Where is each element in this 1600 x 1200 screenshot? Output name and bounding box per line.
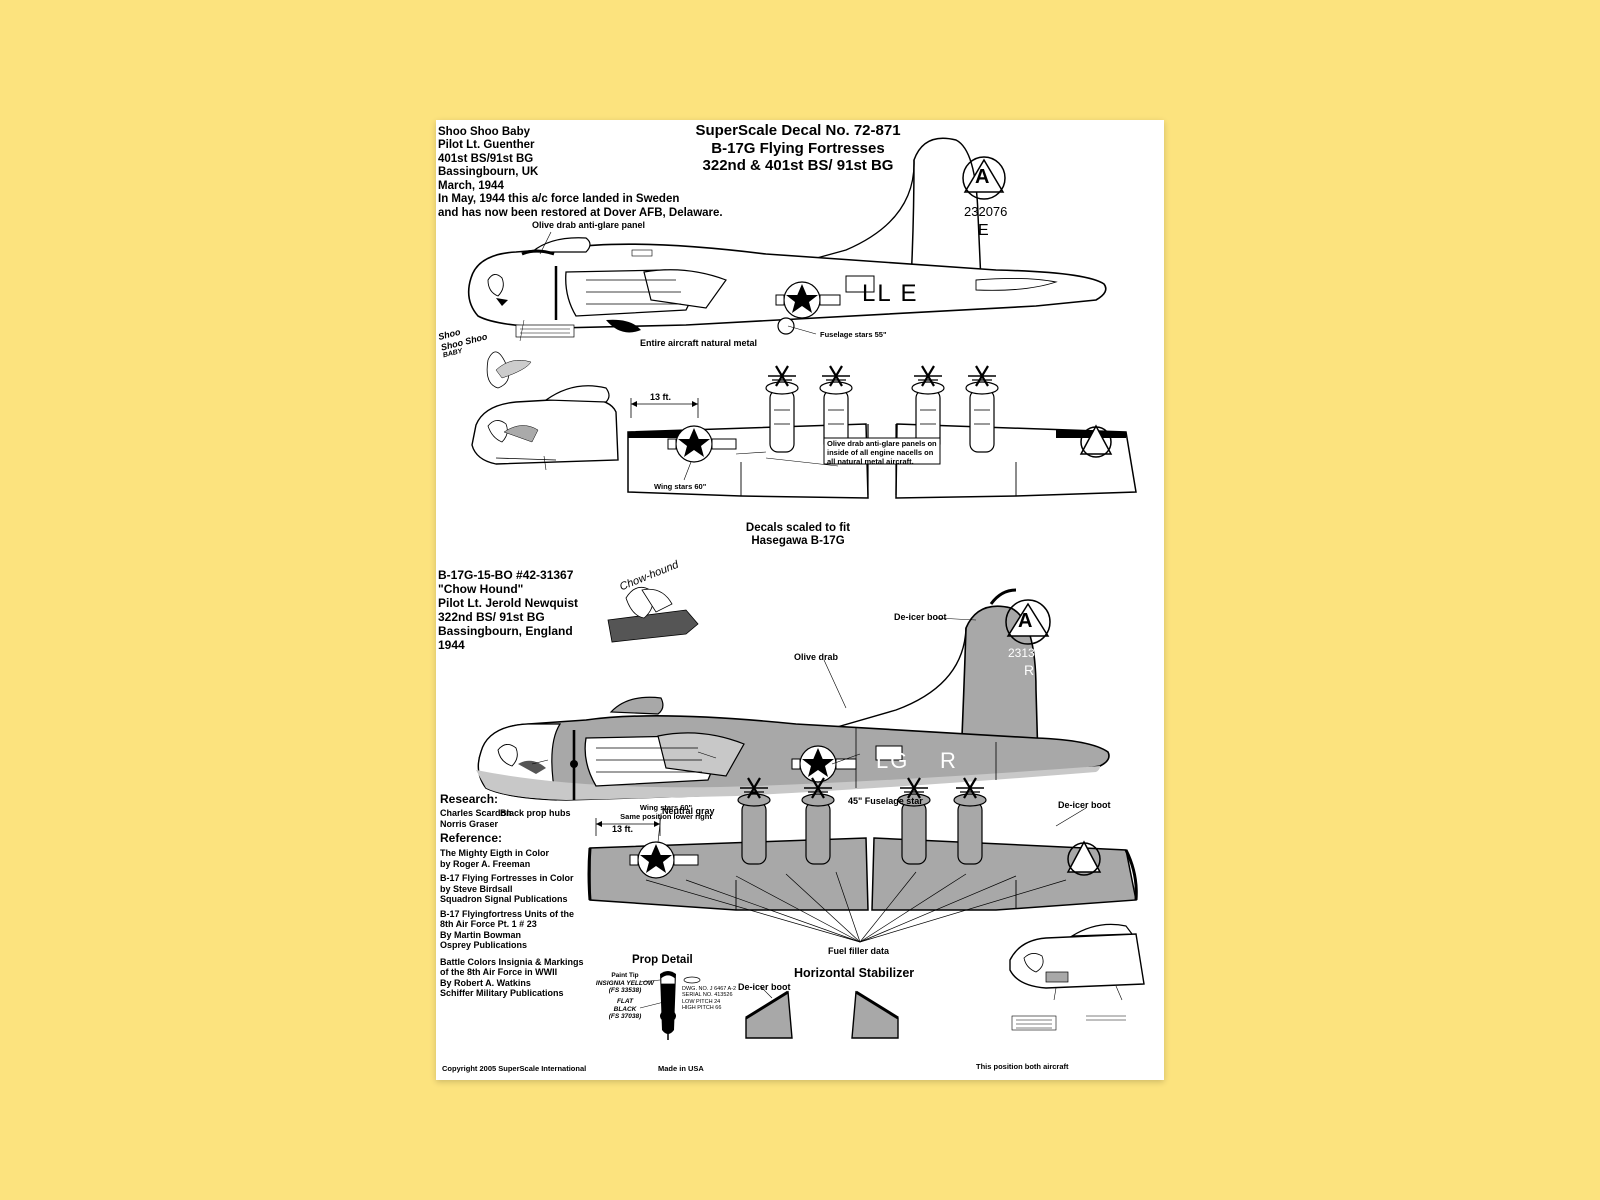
aircraft1-nose-detail: [471, 385, 619, 471]
info-line: B-17G-15-BO #42-31367: [438, 568, 574, 582]
info-line: Pilot Lt. Jerold Newquist: [438, 596, 579, 611]
aircraft2-side-view: [476, 588, 1110, 812]
info-line: 401st BS/91st BG: [438, 152, 534, 165]
label-stabilizer-deicer: De-icer boot: [738, 982, 791, 992]
reference-line: The Mighty Eigth in Color: [440, 848, 549, 859]
label-fuselage-stars: Fuselage stars 55": [820, 330, 887, 339]
title-line: SuperScale Decal No. 72-871: [695, 122, 901, 139]
research-block: Research: Charles Scardon Norris Graser …: [440, 792, 584, 999]
label-neutral-gray: Neutral gray: [662, 806, 715, 816]
prop-detail-title: Prop Detail: [632, 954, 693, 966]
stabilizer-title: Horizontal Stabilizer: [794, 966, 915, 980]
info-line: March, 1944: [438, 179, 504, 192]
label-natural-metal: Entire aircraft natural metal: [640, 338, 758, 348]
aircraft1-tail-serial: 232076: [964, 204, 1008, 219]
info-line: Bassingbourn, England: [438, 624, 573, 639]
reference-line: 8th Air Force Pt. 1 # 23: [440, 919, 537, 930]
aircraft2-tail-serial: 231367: [1008, 646, 1049, 660]
aircraft2-tail-code: R: [1024, 662, 1035, 678]
info-line: and has now been restored at Dover AFB, …: [438, 206, 723, 219]
aircraft2-tail-letter: A: [1018, 610, 1033, 632]
reference-heading: Reference:: [440, 831, 503, 846]
reference-line: B-17 Flying Fortresses in Color: [440, 873, 574, 884]
label-black-prop-hubs: Black prop hubs: [500, 808, 571, 818]
aircraft2-fuselage-code-2: R: [940, 748, 956, 773]
sheet-title: SuperScale Decal No. 72-871 B-17G Flying…: [648, 122, 948, 175]
label-deicer-wing: De-icer boot: [1058, 800, 1111, 810]
info-line: 1944: [438, 638, 465, 653]
aircraft1-side-view: [467, 137, 1107, 342]
title-line: 322nd & 401st BS/ 91st BG: [702, 157, 894, 175]
aircraft1-tail-letter: A: [975, 166, 990, 188]
info-line: Shoo Shoo Baby: [438, 126, 530, 138]
label-fuel-filler-data: Fuel filler data: [828, 946, 890, 956]
title-line: B-17G Flying Fortresses: [711, 139, 885, 157]
decal-instruction-sheet: SuperScale Decal No. 72-871 B-17G Flying…: [436, 120, 1164, 1080]
label-wing-stars-2: Wing stars 60" Same position lower right: [620, 803, 712, 821]
label-antiglare-panel: Olive drab anti-glare panel: [532, 220, 646, 230]
label-wing-stars-1: Wing stars 60": [654, 482, 707, 491]
horizontal-stabilizer-drawing: [745, 985, 899, 1039]
info-line: In May, 1944 this a/c force landed in Sw…: [438, 193, 680, 206]
aircraft1-tail-code: E: [978, 222, 989, 239]
label-span-13ft-2: 13 ft.: [612, 824, 634, 834]
prop-paint-tip: Paint Tip INSIGNIA YELLOW (FS 33538): [595, 972, 655, 995]
aircraft2-fuselage-code: LG: [876, 748, 910, 773]
prop-blade-drawing: [639, 971, 701, 1040]
info-line: 322nd BS/ 91st BG: [438, 610, 545, 625]
reference-line: Squadron Signal Publications: [440, 894, 568, 905]
made-in: Made in USA: [658, 1064, 704, 1073]
reference-line: Battle Colors Insignia & Markings: [440, 956, 584, 967]
label-fuselage-star-45: 45" Fuselage star: [848, 796, 923, 806]
aircraft1-wing-plan: [627, 364, 1137, 499]
aircraft2-nose-art: [607, 586, 699, 643]
aircraft1-info: Shoo Shoo Baby Pilot Lt. Guenther 401st …: [438, 126, 723, 220]
label-deicer-tail: De-icer boot: [894, 612, 947, 622]
aircraft1-nose-art: [486, 351, 532, 389]
aircraft2-wing-plan: [587, 776, 1138, 943]
info-line: Pilot Lt. Guenther: [438, 139, 535, 152]
label-nacelle-antiglare-note: Olive drab anti-glare panels on inside o…: [827, 439, 937, 466]
nose-detail-both-aircraft: [1009, 923, 1145, 1031]
researcher: Norris Graser: [440, 818, 499, 829]
reference-line: By Robert A. Watkins: [440, 977, 531, 988]
info-line: Bassingbourn, UK: [438, 166, 539, 179]
aircraft-drawings: [467, 137, 1145, 1040]
label-olive-drab: Olive drab: [794, 652, 839, 662]
reference-line: By Martin Bowman: [440, 929, 522, 940]
reference-line: B-17 Flyingfortress Units of the: [440, 908, 575, 919]
research-heading: Research:: [440, 792, 499, 806]
prop-flat-black: FLAT BLACK (FS 37038): [608, 998, 642, 1021]
scale-note: Decals scaled to fit Hasegawa B-17G: [745, 522, 851, 548]
reference-line: of the 8th Air Force in WWII: [440, 967, 558, 978]
researcher: Charles Scardon: [440, 808, 512, 819]
reference-line: Schiffer Military Publications: [440, 988, 564, 999]
prop-data-plate: DWG. NO. J 6467 A-2 SERIAL NO. 413526 LO…: [682, 986, 737, 1012]
reference-line: by Roger A. Freeman: [440, 858, 531, 869]
aircraft2-info: B-17G-15-BO #42-31367 "Chow Hound" Pilot…: [438, 568, 578, 652]
reference-line: by Steve Birdsall: [440, 883, 513, 894]
aircraft1-fuselage-code: LL E: [862, 280, 919, 307]
reference-line: Osprey Publications: [440, 940, 528, 951]
label-span-13ft-1: 13 ft.: [650, 392, 672, 402]
info-line: "Chow Hound": [438, 582, 524, 597]
copyright: Copyright 2005 SuperScale International: [442, 1064, 587, 1073]
position-note: This position both aircraft: [976, 1062, 1069, 1071]
